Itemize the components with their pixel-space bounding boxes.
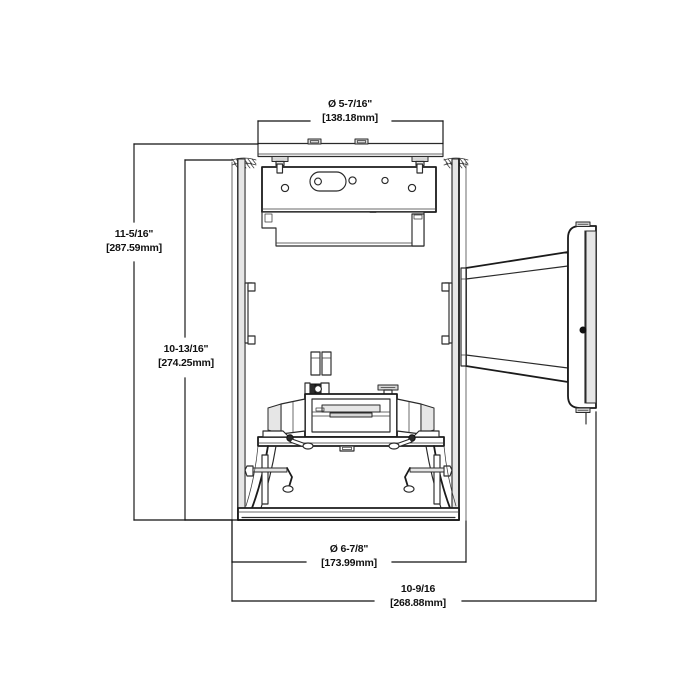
lower-cross-member (257, 430, 445, 452)
pivot-knuckle (304, 382, 330, 396)
bottom-outer-extension-lines (231, 411, 597, 602)
chassis-profile (261, 211, 425, 247)
washer-right (411, 156, 429, 162)
left-clamp-knob (302, 442, 314, 450)
upper-bracket-hole-3 (381, 176, 389, 185)
right-rail-handle-clamp-bottom (441, 335, 450, 345)
chassis-detail-left (264, 213, 273, 223)
ceiling-plate-boss-right (354, 138, 369, 145)
carriage-slider (321, 404, 381, 413)
left-arm-end-knob (282, 485, 294, 493)
top-width-imperial-label: Ø 5-7/16" (328, 98, 372, 110)
upper-bracket-body (261, 166, 437, 213)
upper-bracket-slot (309, 171, 347, 192)
splayed-legs (244, 445, 457, 509)
left-outer-metric-label: [287.59mm] (106, 242, 162, 254)
chassis-right-panel (411, 213, 425, 247)
carriage-clip-left (315, 407, 325, 412)
dimension-left-inner-height: 10-13/16" [274.25mm] (158, 159, 233, 521)
cross-beam-tab-slot (342, 446, 352, 450)
left-wing-end (267, 403, 282, 435)
center-tilt-mechanism (267, 351, 435, 438)
carriage-slider-bar (329, 412, 373, 418)
post-left (310, 351, 321, 376)
dimension-top-width: Ø 5-7/16" [138.18mm] (257, 98, 444, 145)
knuckle-pivot-pin (314, 385, 322, 393)
tapered-arm-fold-bottom (465, 354, 569, 369)
wall-plate-hole (579, 326, 587, 334)
upper-bracket-hole-2 (348, 176, 357, 185)
left-rail-handle-clamp-bottom (247, 335, 256, 345)
upper-bracket-hole-1 (280, 183, 290, 193)
upper-bracket (261, 163, 437, 213)
base-plate-body (237, 507, 460, 521)
dimension-bottom-outer-width: 10-9/16 [268.88mm] (231, 411, 597, 609)
dimension-left-outer-height: 11-5/16" [287.59mm] (106, 143, 259, 521)
left-arm-link (286, 467, 293, 488)
right-arm-link (404, 467, 411, 488)
tapered-arm-fold-top (465, 265, 569, 280)
right-vertical-rail (441, 158, 460, 521)
washer-left (271, 156, 289, 162)
arm-root-collar (460, 267, 467, 367)
top-ceiling-plate (257, 138, 444, 158)
ceiling-plate-body (257, 142, 444, 158)
right-clamp-knob (388, 442, 400, 450)
right-support-arm (403, 465, 453, 493)
product-assembly (231, 138, 597, 521)
left-outer-imperial-label: 11-5/16" (115, 228, 154, 240)
ceiling-plate-boss-right-slot (357, 140, 366, 144)
ceiling-plate-boss-left (307, 138, 322, 145)
arm-root-collar-lines (460, 278, 467, 356)
right-arm-bar (409, 467, 445, 473)
cross-beam-tab-center (339, 445, 355, 452)
left-support-arm (244, 465, 294, 493)
upper-bracket-tab-left (276, 163, 284, 174)
right-rail-handle-clamp-top (441, 282, 450, 292)
bottom-outer-imperial-label: 10-9/16 (401, 583, 436, 595)
bottom-inner-metric-label: [173.99mm] (321, 557, 377, 569)
left-arm-bracket (244, 465, 254, 477)
leg-right-thin-guide (443, 445, 457, 507)
top-width-extension-lines (257, 120, 444, 145)
left-lock-clamp (262, 430, 314, 450)
inner-chassis-box (261, 211, 425, 247)
top-width-metric-label: [138.18mm] (322, 112, 378, 124)
bottom-inner-imperial-label: Ø 6-7/8" (330, 543, 369, 555)
ceiling-plate-boss-left-slot (310, 140, 319, 144)
wall-mount-assembly (460, 221, 597, 425)
upper-bracket-tab-right (416, 163, 424, 174)
leg-left-strut (261, 454, 269, 505)
left-vertical-rail (237, 158, 256, 521)
leg-left-thin-guide (245, 445, 259, 507)
base-plate (237, 507, 460, 521)
left-rail-face (237, 158, 246, 521)
right-lock-clamp (388, 430, 440, 450)
right-arm-end-knob (403, 485, 415, 493)
right-wing-end (420, 403, 435, 435)
leg-right-strut (433, 454, 441, 505)
upper-bracket-hole-slot-inner (314, 177, 322, 186)
left-rail-handle-clamp-top (247, 282, 256, 292)
bottom-outer-metric-label: [268.88mm] (390, 597, 446, 609)
right-rail-face (451, 158, 460, 521)
post-right (321, 351, 332, 376)
chassis-right-panel-notch (413, 214, 423, 220)
left-inner-imperial-label: 10-13/16" (164, 343, 209, 355)
cross-beam (257, 436, 445, 447)
upper-bracket-hole-4 (407, 183, 417, 193)
wall-plate-face-strip (585, 230, 597, 404)
left-arm-bar (252, 467, 288, 473)
left-inner-metric-label: [274.25mm] (158, 357, 214, 369)
tapered-arm-body (465, 251, 569, 383)
